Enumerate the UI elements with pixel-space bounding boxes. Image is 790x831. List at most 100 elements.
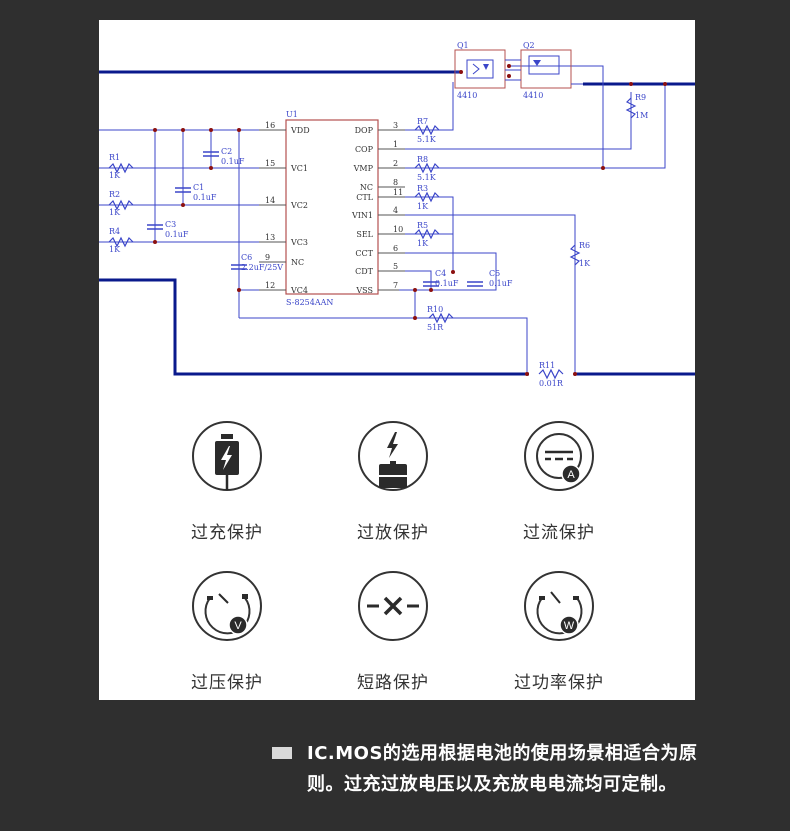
- schematic-drawing: U1 S-8254AAN 16VDD15VC114VC213VC39NC12VC…: [99, 41, 695, 388]
- pin-name: VC1: [290, 164, 308, 173]
- pin-name: CCT: [355, 249, 373, 258]
- resistor-r11: [538, 368, 564, 380]
- ic-body: [285, 119, 379, 295]
- pin-number: 7: [393, 281, 398, 290]
- pin-name: DOP: [355, 126, 374, 135]
- capacitor-ref: C2: [221, 147, 232, 156]
- pin-name: VIN1: [351, 211, 373, 220]
- battery-charging-icon: [192, 421, 262, 491]
- pin-number: 14: [265, 196, 275, 205]
- resistor-r10: [428, 312, 454, 324]
- feature-label: 过流保护: [523, 523, 595, 543]
- resistor-value: 1K: [417, 202, 429, 211]
- capacitor-value: 0.1uF: [165, 230, 189, 239]
- capacitor-value: 0.1uF: [489, 279, 513, 288]
- mosfet-ref: Q2: [523, 41, 535, 50]
- resistor-ref: R11: [539, 361, 555, 370]
- mosfet-part: 4410: [457, 91, 477, 100]
- resistor-value: 1K: [109, 245, 121, 254]
- resistor-ref: R1: [109, 153, 120, 162]
- svg-text:A: A: [567, 469, 575, 481]
- pin-number: 1: [393, 140, 398, 149]
- resistor-ref: R6: [579, 241, 590, 250]
- battery-discharge-icon: [358, 421, 428, 491]
- capacitor-value: 2.2uF/25V: [241, 263, 283, 272]
- resistor-ref: R3: [417, 184, 428, 193]
- resistor-ref: R4: [109, 227, 120, 236]
- mosfet-q2: [520, 49, 572, 89]
- pin-number: 6: [393, 244, 398, 253]
- pin-name: VC3: [290, 238, 308, 247]
- resistor-value: 1K: [109, 171, 121, 180]
- resistor-r3: [414, 191, 440, 203]
- feature-label: 过放保护: [357, 523, 429, 543]
- resistor-r5: [414, 228, 440, 240]
- pin-name: NC: [291, 258, 304, 267]
- resistor-r7: [414, 124, 440, 136]
- resistor-value: 1K: [417, 239, 429, 248]
- pin-name: SEL: [356, 230, 373, 239]
- feature-overdischarge: 过放保护: [323, 420, 463, 543]
- resistor-r4: [108, 236, 134, 248]
- pin-number: 16: [265, 121, 275, 130]
- resistor-r2: [108, 199, 134, 211]
- pin-number: 4: [393, 206, 398, 215]
- short-circuit-icon: [358, 571, 428, 641]
- resistor-value: 5.1K: [417, 173, 437, 182]
- pin-number: 9: [265, 253, 270, 262]
- svg-text:W: W: [564, 620, 575, 632]
- ic-part: S-8254AAN: [286, 298, 333, 307]
- resistor-ref: R9: [635, 93, 646, 102]
- feature-label: 过充保护: [191, 523, 263, 543]
- protection-features-panel: 过充保护 过放保护 A 过流保护 V: [99, 416, 695, 700]
- resistor-value: 51R: [427, 323, 444, 332]
- pin-number: 15: [265, 159, 275, 168]
- pin-number: 10: [393, 225, 403, 234]
- feature-label: 过压保护: [191, 673, 263, 693]
- pin-name: VC2: [290, 201, 308, 210]
- mosfet-ref: Q1: [457, 41, 469, 50]
- wattmeter-icon: W: [524, 571, 594, 641]
- ammeter-icon: A: [524, 421, 594, 491]
- pin-name: VDD: [290, 126, 310, 135]
- resistor-ref: R7: [417, 117, 428, 126]
- pin-number: 8: [393, 178, 398, 187]
- resistor-value: 0.01R: [539, 379, 564, 388]
- resistor-r6: [569, 244, 581, 266]
- mosfet-q1: [454, 49, 506, 89]
- capacitor-ref: C4: [435, 269, 446, 278]
- capacitor-value: 0.1uF: [435, 279, 459, 288]
- pin-name: COP: [355, 145, 374, 154]
- pin-name: VSS: [355, 286, 373, 295]
- pin-number: 2: [393, 159, 398, 168]
- resistor-ref: R8: [417, 155, 428, 164]
- feature-overcurrent: A 过流保护: [489, 420, 629, 543]
- resistor-r1: [108, 162, 134, 174]
- pin-number: 13: [265, 233, 275, 242]
- capacitor-ref: C5: [489, 269, 500, 278]
- note-text: IC.MOS的选用根据电池的使用场景相适合为原则。过充过放电压以及充放电电流均可…: [307, 743, 698, 795]
- pin-name: VMP: [353, 164, 374, 173]
- capacitor-value: 0.1uF: [193, 193, 217, 202]
- resistor-r8: [414, 162, 440, 174]
- resistor-value: 5.1K: [417, 135, 437, 144]
- resistor-value: 1M: [635, 111, 648, 120]
- bus-bottom-left: [99, 278, 529, 376]
- capacitor-ref: C1: [193, 183, 204, 192]
- feature-overpower: W 过功率保护: [489, 570, 629, 693]
- capacitor-ref: C3: [165, 220, 176, 229]
- pin-name: CDT: [355, 267, 374, 276]
- feature-label: 过功率保护: [514, 673, 604, 693]
- pin-name: CTL: [356, 193, 373, 202]
- resistor-ref: R5: [417, 221, 428, 230]
- feature-overvoltage: V 过压保护: [157, 570, 297, 693]
- pin-number: 3: [393, 121, 398, 130]
- pin-number: 5: [393, 262, 398, 271]
- capacitor-value: 0.1uF: [221, 157, 245, 166]
- resistor-ref: R10: [427, 305, 443, 314]
- pin-number: 11: [393, 188, 403, 197]
- pin-name: NC: [360, 183, 373, 192]
- svg-text:V: V: [234, 620, 242, 632]
- bullet-square-icon: [272, 747, 292, 759]
